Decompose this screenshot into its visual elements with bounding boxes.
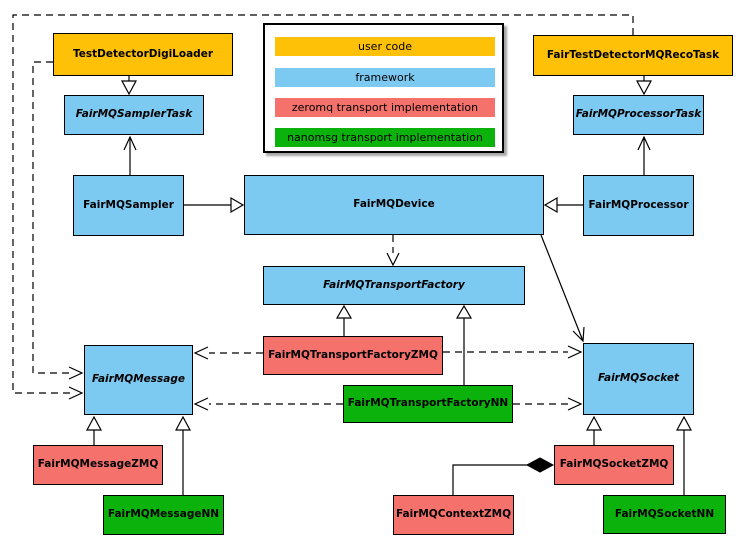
class-fairtestdetectormqrecotask: FairTestDetectorMQRecoTask xyxy=(533,35,733,76)
edge-socketzmq-owns-contextzmq xyxy=(452,457,555,495)
edge-digiloader-extends-samplertask xyxy=(120,76,138,96)
edge-factorynn-creates-socket xyxy=(513,397,583,411)
class-fairmqsocket: FairMQSocket xyxy=(583,343,694,415)
edge-processor-extends-device xyxy=(543,196,583,214)
class-fairmqtransportfactory: FairMQTransportFactory xyxy=(263,266,525,305)
legend-item-nanomsg: nanomsg transport implementation xyxy=(275,128,495,147)
edge-sampler-uses-samplertask xyxy=(123,135,137,175)
class-testdetectordigiloader: TestDetectorDigiLoader xyxy=(53,33,233,76)
class-fairmqsocketzmq: FairMQSocketZMQ xyxy=(554,445,674,485)
edge-socketnn-extends-socket xyxy=(675,415,693,495)
class-fairmqprocessortask: FairMQProcessorTask xyxy=(573,95,704,135)
edge-factorynn-extends-factory xyxy=(455,304,473,385)
edge-factoryzmq-extends-factory xyxy=(335,304,353,336)
class-fairmqmessage: FairMQMessage xyxy=(84,345,193,415)
class-fairmqcontextzmq: FairMQContextZMQ xyxy=(393,495,514,535)
edge-device-depends-factory xyxy=(386,235,400,267)
edge-sampler-extends-device xyxy=(184,196,245,214)
class-fairmqtransportfactoryzmq: FairMQTransportFactoryZMQ xyxy=(263,336,443,375)
legend: user code framework zeromq transport imp… xyxy=(263,23,504,153)
legend-item-framework: framework xyxy=(275,68,495,87)
edge-device-uses-socket xyxy=(540,234,585,343)
class-fairmqmessagezmq: FairMQMessageZMQ xyxy=(33,445,163,485)
class-fairmqprocessor: FairMQProcessor xyxy=(583,175,694,236)
edge-recotask-extends-processortask xyxy=(635,76,653,96)
class-fairmqmessagenn: FairMQMessageNN xyxy=(103,495,224,535)
legend-item-zeromq: zeromq transport implementation xyxy=(275,98,495,117)
edge-factorynn-creates-message xyxy=(193,397,343,411)
edge-factoryzmq-creates-socket xyxy=(443,345,583,359)
class-fairmqsamplertask: FairMQSamplerTask xyxy=(64,95,204,135)
class-fairmqtransportfactorynn: FairMQTransportFactoryNN xyxy=(343,385,513,423)
class-fairmqdevice: FairMQDevice xyxy=(244,175,544,235)
edge-socketzmq-extends-socket xyxy=(585,415,603,445)
class-fairmqsampler: FairMQSampler xyxy=(73,175,184,236)
edge-messagezmq-extends-message xyxy=(85,415,103,445)
edge-processor-uses-processortask xyxy=(637,135,651,175)
edge-factoryzmq-creates-message xyxy=(193,346,263,360)
legend-item-user-code: user code xyxy=(275,37,495,56)
class-fairmqsocketnn: FairMQSocketNN xyxy=(603,495,726,534)
edge-messagenn-extends-message xyxy=(174,415,192,495)
